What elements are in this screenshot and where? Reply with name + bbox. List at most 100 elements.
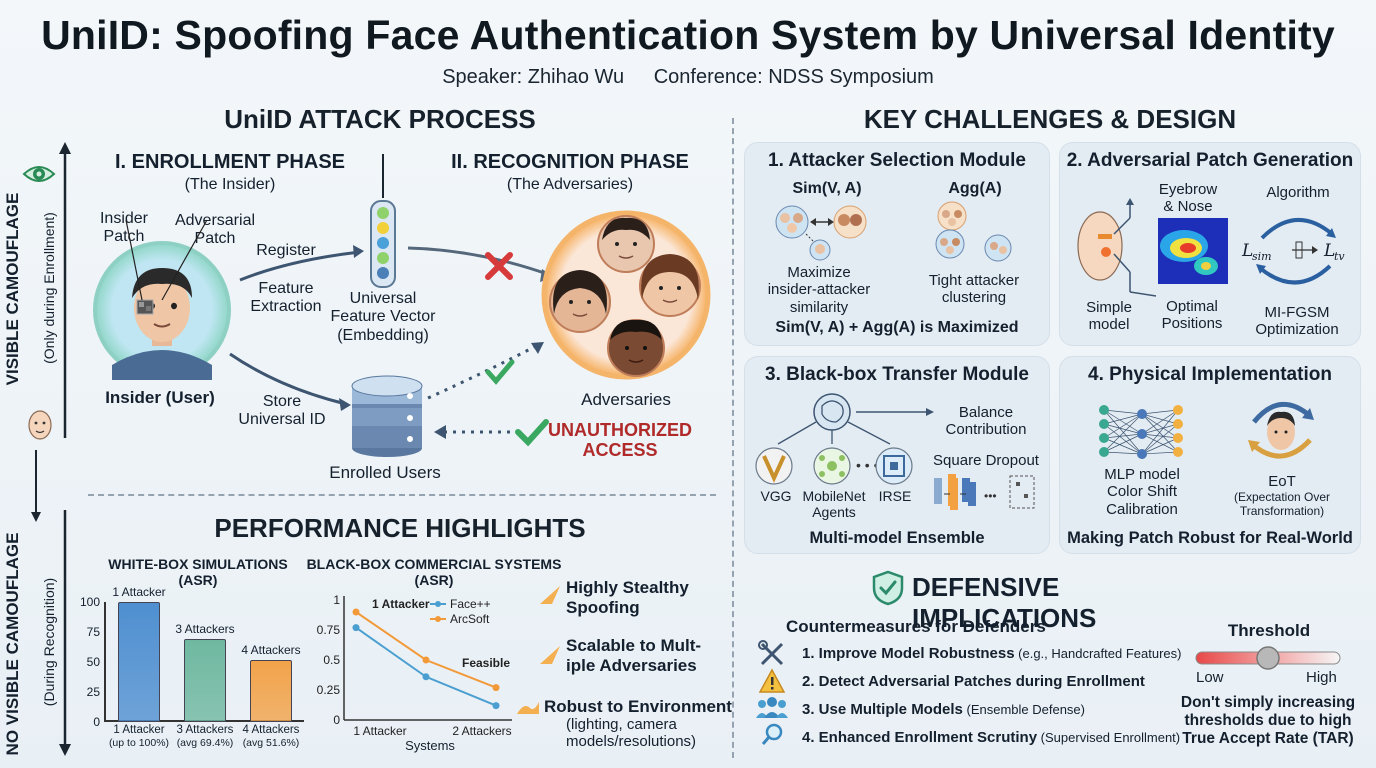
blackbox-point xyxy=(352,624,360,632)
card-physical-implementation xyxy=(1059,356,1361,554)
mobilenet-label: MobileNet Agents xyxy=(802,488,866,521)
blackbox-y-tick: 0 xyxy=(333,713,340,727)
group-icon xyxy=(756,697,788,718)
countermeasure-3-main: 3. Use Multiple Models xyxy=(802,701,963,718)
eyebrow-nose-label: Eyebrow & Nose xyxy=(1158,181,1218,216)
mlp-illustration xyxy=(1099,405,1183,459)
card3-title: 3. Black-box Transfer Module xyxy=(765,364,1029,385)
svg-text:L: L xyxy=(1323,241,1335,261)
tight-clustering-label: Tight attacker clustering xyxy=(928,272,1020,307)
highlight-robust: Robust to Environment xyxy=(544,697,732,716)
countermeasure-2-main: 2. Detect Adversarial Patches during Enr… xyxy=(802,673,1145,690)
enrollment-phase-sub: (The Insider) xyxy=(184,176,276,193)
highlight-stealthy: Highly Stealthy Spoofing xyxy=(566,578,689,617)
svg-text:tv: tv xyxy=(1334,250,1345,263)
countermeasure-3-note: (Ensemble Defense) xyxy=(962,702,1085,717)
svg-text:L: L xyxy=(1241,241,1253,261)
face-icon xyxy=(28,410,52,440)
vgg-label: VGG xyxy=(760,488,792,504)
blackbox-chart-title: BLACK-BOX COMMERCIAL SYSTEMS (ASR) xyxy=(306,556,562,589)
adversary-face-1 xyxy=(597,215,655,273)
horizontal-divider xyxy=(88,494,716,496)
eot-illustration xyxy=(1248,401,1314,459)
performance-highlights-title: PERFORMANCE HIGHLIGHTS xyxy=(214,513,586,543)
visible-camouflage-label: VISIBLE CAMOUFLAGE xyxy=(3,192,22,386)
countermeasure-4-note: (Supervised Enrollment) xyxy=(1037,730,1181,745)
ensemble-illustration: • • • xyxy=(755,393,970,506)
blackbox-y-tick: 0.25 xyxy=(317,683,341,697)
balance-contribution-label: Balance Contribution xyxy=(945,404,1027,439)
whitebox-bar-label: 4 Attackers xyxy=(241,643,301,658)
whitebox-y-tick: 100 xyxy=(79,595,100,609)
conference-label: Conference: NDSS Symposium xyxy=(653,66,934,88)
threshold-low-label: Low xyxy=(1196,669,1224,686)
threshold-title: Threshold xyxy=(1227,621,1311,640)
tools-icon xyxy=(758,640,784,666)
store-universal-id-label: Store Universal ID xyxy=(238,393,326,429)
countermeasure-1-note: (e.g., Handcrafted Features) xyxy=(1014,646,1182,661)
card1-title: 1. Attacker Selection Module xyxy=(768,150,1026,171)
magnifier-icon xyxy=(761,723,783,745)
adversaries-label: Adversaries xyxy=(581,390,671,409)
wave-icon xyxy=(517,702,539,714)
optimal-positions-label: Optimal Positions xyxy=(1161,298,1223,333)
whitebox-y-tick: 75 xyxy=(86,625,100,639)
simple-model-label: Simple model xyxy=(1086,299,1132,334)
mifgsm-label: MI-FGSM Optimization xyxy=(1255,304,1339,339)
threshold-high-label: High xyxy=(1306,669,1337,686)
agg-label: Agg(A) xyxy=(948,180,1002,197)
threshold-slider xyxy=(1195,646,1341,670)
adversary-face-2 xyxy=(549,270,611,333)
flow-arrows xyxy=(229,154,554,447)
adversary-face-3 xyxy=(639,254,701,317)
vertical-divider xyxy=(732,118,734,758)
attacker-selection-illustration xyxy=(775,201,1012,262)
whitebox-y-tick: 0 xyxy=(93,715,100,729)
blackbox-x-axis-label: Systems xyxy=(405,738,455,753)
countermeasure-3: 3. Use Multiple Models (Ensemble Defense… xyxy=(802,701,1192,718)
patch-generation-illustration xyxy=(1077,198,1228,297)
svg-text:• • •: • • • xyxy=(856,457,879,473)
enrollment-phase-title: I. ENROLLMENT PHASE xyxy=(114,151,345,173)
page-title: UniID: Spoofing Face Authentication Syst… xyxy=(41,12,1335,58)
attack-process-title: UniID ATTACK PROCESS xyxy=(224,104,536,134)
square-dropout-illustration: ••• xyxy=(934,475,1035,510)
whitebox-bar xyxy=(118,602,160,722)
whitebox-x-labels: 1 Attacker(up to 100%)3 Attackers(avg 69… xyxy=(104,724,304,754)
shield-icon xyxy=(872,570,904,606)
blackbox-y-tick: 0.75 xyxy=(317,623,341,637)
feature-vector-icon xyxy=(370,200,396,288)
side-axis xyxy=(31,142,71,756)
blackbox-point xyxy=(492,684,500,692)
eot-sub-label: (Expectation Over Transformation) xyxy=(1233,490,1331,518)
insider-face-illustration xyxy=(93,219,231,380)
insider-patch-label: Insider Patch xyxy=(99,210,149,246)
defensive-implications-title: DEFENSIVE IMPLICATIONS xyxy=(912,572,1097,633)
legend-marker xyxy=(435,601,441,607)
whitebox-bar-label: 3 Attackers xyxy=(175,621,235,636)
register-label: Register xyxy=(256,242,316,259)
blackbox-annotation: 1 Attacker xyxy=(372,597,430,611)
card3-footer: Multi-model Ensemble xyxy=(809,529,985,547)
page-subtitle: Speaker: Zhihao Wu Conference: NDSS Symp… xyxy=(0,66,1376,89)
recognition-phase-title: II. RECOGNITION PHASE xyxy=(451,151,689,173)
recognition-phase-sub: (The Adversaries) xyxy=(506,176,634,193)
mlp-label: MLP model Color Shift Calibration xyxy=(1104,466,1180,518)
warning-icon xyxy=(758,668,786,693)
insider-user-label: Insider (User) xyxy=(105,388,215,407)
whitebox-y-tick: 50 xyxy=(86,655,100,669)
whitebox-bar xyxy=(250,660,292,722)
countermeasure-2: 2. Detect Adversarial Patches during Enr… xyxy=(802,673,1192,690)
countermeasures-title: Countermeasures for Defenders xyxy=(786,617,1046,636)
highlight-robust-sub: (lighting, camera models/resolutions) xyxy=(566,716,697,750)
svg-text:•••: ••• xyxy=(984,489,997,503)
no-visible-camouflage-label: NO VISIBLE CAMOUFLAGE xyxy=(3,532,22,756)
sim-label: Sim(V, A) xyxy=(792,180,862,197)
legend-label: Face++ xyxy=(450,597,491,611)
svg-text:sim: sim xyxy=(1252,250,1272,263)
eot-label: EoT xyxy=(1268,473,1296,490)
triangle-icon-2 xyxy=(540,646,560,664)
